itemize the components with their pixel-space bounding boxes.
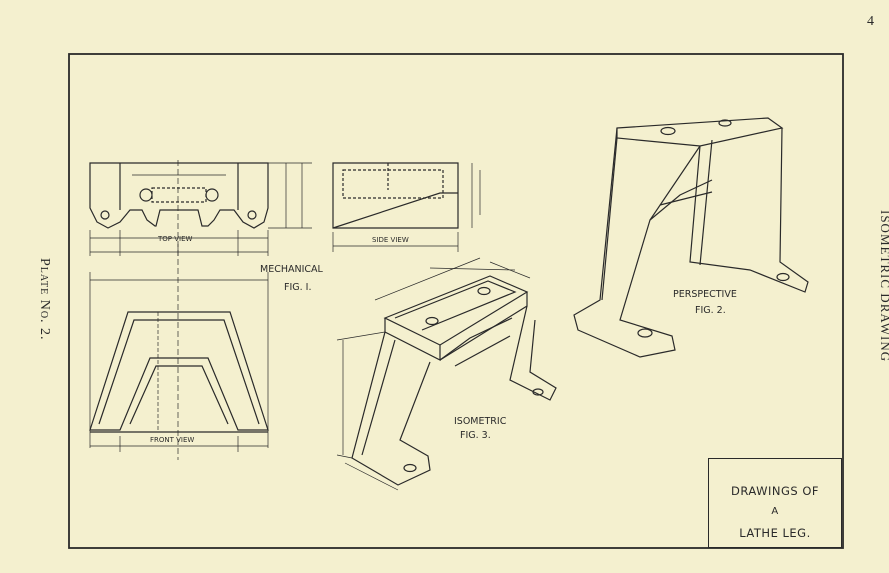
fig2-label: FIG. 2. <box>695 305 726 316</box>
top-view-label: TOP VIEW <box>157 235 193 243</box>
plate-border <box>68 53 844 549</box>
page-number: 4 <box>867 14 874 29</box>
front-view-label: FRONT VIEW <box>150 436 194 444</box>
title-line-1: DRAWINGS OF <box>730 484 820 498</box>
isometric-label: ISOMETRIC <box>454 416 507 427</box>
title-box: DRAWINGS OF A LATHE LEG. <box>708 458 842 548</box>
side-view-outline <box>332 162 459 229</box>
mechanical-label: MECHANICAL <box>260 264 324 275</box>
side-view-label: SIDE VIEW <box>372 236 409 244</box>
isometric-drawing <box>351 275 557 486</box>
perspective-label: PERSPECTIVE <box>673 289 737 300</box>
running-title: ISOMETRIC DRAWING <box>878 210 889 363</box>
plate-label: Plate No. 2. <box>37 258 52 341</box>
top-view-outline <box>89 162 269 229</box>
fig1-label: FIG. I. <box>284 282 312 293</box>
front-view-outline <box>89 311 269 433</box>
title-line-2: A <box>771 506 779 517</box>
perspective-drawing <box>573 117 809 358</box>
fig3-label: FIG. 3. <box>460 430 491 441</box>
title-line-3: LATHE LEG. <box>739 526 811 540</box>
